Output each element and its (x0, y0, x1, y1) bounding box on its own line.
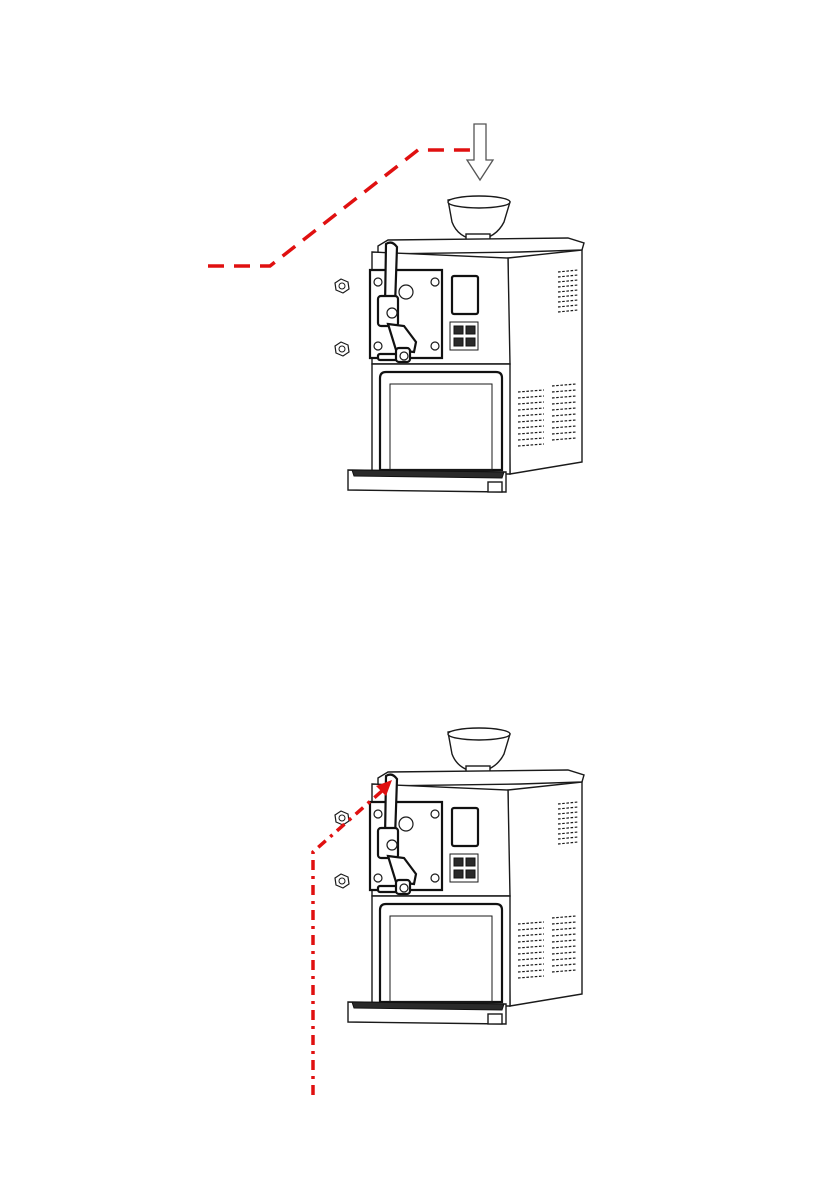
panel-top (208, 124, 584, 492)
down-arrow-icon (467, 124, 493, 180)
slush-machine-icon (335, 728, 584, 1024)
slush-machine-icon (335, 196, 584, 492)
panel-bottom (313, 728, 584, 1095)
